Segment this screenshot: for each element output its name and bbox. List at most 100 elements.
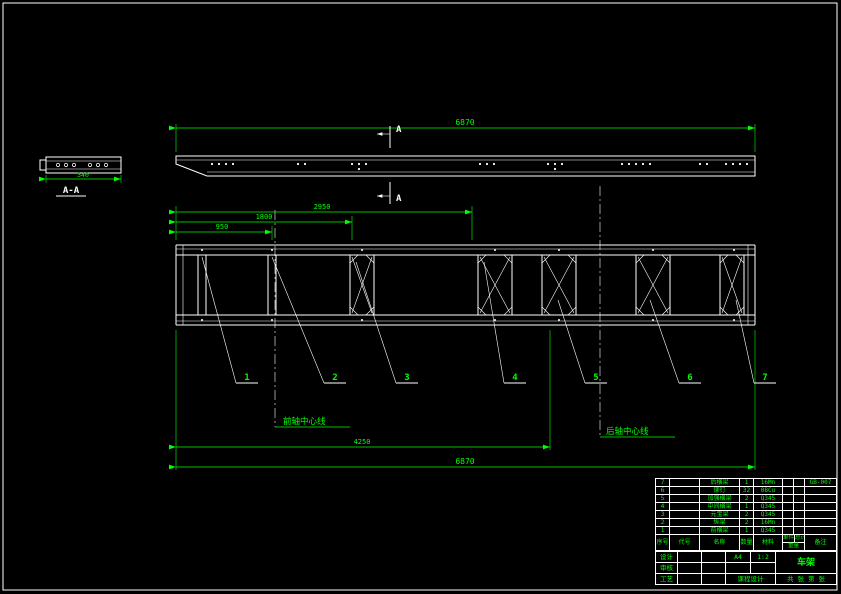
bom-unit	[782, 518, 794, 527]
plan-bottom-dimensions: 4250 6870	[168, 330, 756, 470]
bom-no: 2	[655, 518, 670, 527]
footer-row-design: 设计 A4 1:2 车架	[655, 551, 837, 574]
balloon-1: 1	[244, 373, 249, 383]
bom-header-remark: 备注	[804, 534, 837, 551]
crossmember-2	[267, 255, 277, 315]
plan-top-dimensions: 2950 1800 950	[168, 203, 473, 240]
section-width-dim: 340	[77, 171, 89, 179]
page-label: 第 张	[807, 575, 825, 583]
bom-material: Q345	[753, 502, 783, 511]
bom-remark: GB-007	[804, 478, 837, 487]
scale-value: 1:2	[750, 551, 776, 563]
bom-qty: 2	[739, 494, 754, 503]
bom-row-3: 3 元宝梁 2 Q345	[655, 510, 837, 519]
bom-qty: 2	[739, 518, 754, 527]
process-signature-cell	[677, 573, 702, 585]
section-letter-top: A	[396, 125, 402, 135]
bom-code	[669, 478, 700, 487]
check-date-cell	[701, 562, 726, 574]
bom-total	[793, 486, 805, 495]
bom-name: 前横梁	[699, 526, 740, 535]
bom-row-6: 6 铆钉 32 08Cu	[655, 486, 837, 495]
bom-header-row: 序号 代号 名称 数量 材料 单件 总计 重量 备注	[655, 534, 837, 551]
process-date-cell	[701, 573, 726, 585]
section-view-label: A-A	[63, 186, 80, 196]
bom-qty: 1	[739, 502, 754, 511]
bom-total	[793, 502, 805, 511]
bom-remark	[804, 510, 837, 519]
bom-name: 中间横梁	[699, 502, 740, 511]
bom-code	[669, 502, 700, 511]
crossmember-5	[541, 254, 577, 316]
section-letter-bottom: A	[396, 194, 402, 204]
bom-header-unit: 单件	[783, 535, 796, 542]
balloon-7: 7	[762, 373, 767, 383]
bom-name: 铆钉	[699, 486, 740, 495]
bom-header-no: 序号	[655, 534, 670, 551]
title-block-footer: 设计 A4 1:2 车架 审核 工艺 课程设计 共 张 第 张	[655, 551, 837, 585]
bom-qty: 2	[739, 510, 754, 519]
bom-name: 纵梁	[699, 518, 740, 527]
bom-header-qty: 数量	[739, 534, 754, 551]
rear-axle-label: 后轴中心线	[606, 426, 649, 437]
dim-top-1: 2950	[314, 203, 331, 211]
bom-header-material: 材料	[753, 534, 783, 551]
bom-row-5: 5 加强横梁 2 Q345	[655, 494, 837, 503]
crossmember-4	[477, 254, 513, 316]
bom-header-total: 总计	[795, 535, 803, 542]
design-signature-cell	[677, 551, 702, 563]
bom-material: Q345	[753, 510, 783, 519]
check-label: 审核	[655, 562, 678, 574]
rivet-holes-plan	[201, 249, 735, 321]
footer-row-process: 工艺 课程设计 共 张 第 张	[655, 573, 837, 585]
bom-header-name: 名称	[699, 534, 740, 551]
crossmember-6	[635, 254, 671, 316]
bom-row-1: 1 前横梁 1 Q345	[655, 526, 837, 535]
bom-remark	[804, 494, 837, 503]
design-date-cell	[701, 551, 726, 563]
bom-total	[793, 478, 805, 487]
bom-material: 16Mn	[753, 518, 783, 527]
bom-remark	[804, 502, 837, 511]
bom-material: Q345	[753, 526, 783, 535]
bom-row-7: 7 后横梁 1 16Mn GB-007	[655, 478, 837, 487]
design-label: 设计	[655, 551, 678, 563]
sheet-count-cell: 共 张 第 张	[775, 573, 837, 585]
bom-material: 16Mn	[753, 478, 783, 487]
bom-unit	[782, 486, 794, 495]
crossmember-1	[197, 255, 207, 315]
bom-unit	[782, 526, 794, 535]
rivet-holes-side	[210, 162, 749, 171]
crossmember-7	[719, 254, 745, 316]
dim-top-3: 950	[216, 223, 229, 231]
title-block: 7 后横梁 1 16Mn GB-007 6 铆钉 32 08Cu 5 加强横梁 …	[655, 478, 837, 590]
crossmember-3	[349, 254, 375, 316]
course-label: 课程设计	[725, 573, 776, 585]
section-view-a-a: 340 A-A	[38, 156, 122, 197]
bom-remark	[804, 518, 837, 527]
bom-no: 7	[655, 478, 670, 487]
process-label: 工艺	[655, 573, 678, 585]
check-signature-cell	[677, 562, 702, 574]
bom-no: 5	[655, 494, 670, 503]
bom-total	[793, 518, 805, 527]
plan-view: 前轴中心线 后轴中心线 2950 1800 950 4250 6870	[168, 186, 776, 470]
bom-unit	[782, 494, 794, 503]
balloon-5: 5	[593, 373, 598, 383]
bom-material: 08Cu	[753, 486, 783, 495]
dim-bottom-2: 6870	[455, 457, 474, 466]
bom-total	[793, 526, 805, 535]
empty-cell	[725, 562, 751, 574]
balloon-4: 4	[512, 373, 518, 383]
bom-name: 后横梁	[699, 478, 740, 487]
side-view: 6870 A A	[168, 118, 756, 204]
balloon-2: 2	[332, 373, 337, 383]
section-cut-marker: A A	[377, 125, 402, 204]
bom-unit	[782, 502, 794, 511]
side-overall-dim: 6870	[455, 118, 474, 127]
bom-name: 加强横梁	[699, 494, 740, 503]
bom-header-weight-label: 重量	[787, 543, 799, 549]
